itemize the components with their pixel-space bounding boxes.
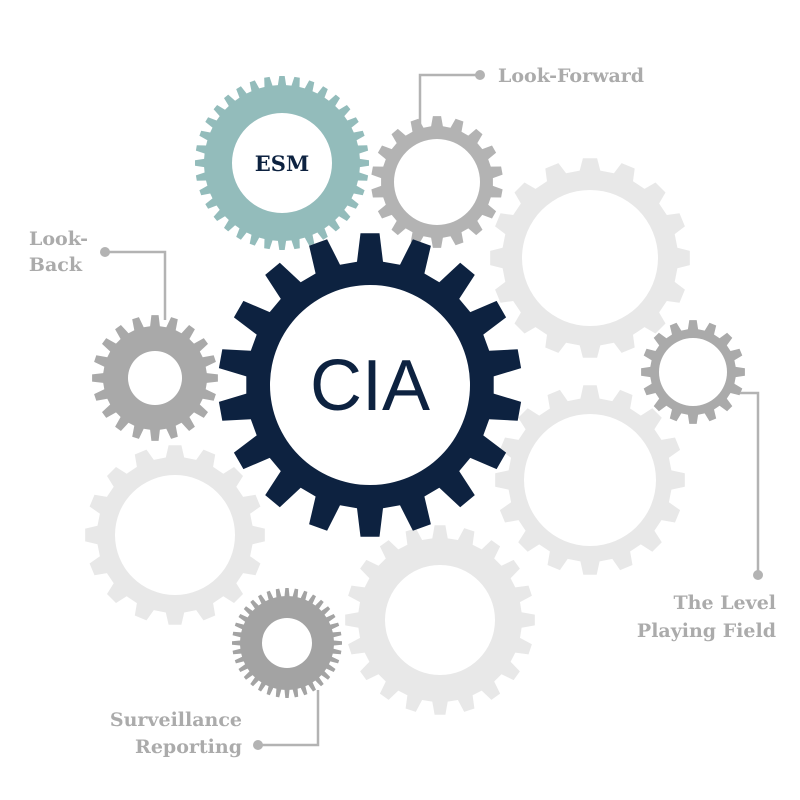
look-back-dot: [100, 247, 110, 257]
surveillance-label-line2: Reporting: [135, 736, 242, 758]
esm-gear: [195, 76, 369, 250]
look-forward-label: Look-Forward: [498, 65, 644, 87]
level-playing-field-label-line2: Playing Field: [637, 620, 776, 642]
look-forward-dot: [475, 70, 485, 80]
decorative-gear-bottom: [345, 525, 535, 715]
decorative-gear-top-right: [490, 158, 690, 358]
look-back-label-line1: Look-: [29, 228, 88, 250]
cia-label: CIA: [310, 346, 430, 426]
surveillance-connector: [258, 690, 320, 747]
esm-label: ESM: [255, 151, 309, 176]
surveillance-reporting-gear: [232, 588, 342, 698]
level-playing-field-connector: [740, 391, 760, 575]
look-forward-connector: [418, 73, 480, 125]
decorative-gear-right: [495, 385, 685, 575]
look-forward-gear: [371, 116, 503, 248]
cia-gear: [218, 233, 522, 537]
look-back-gear: [92, 315, 218, 441]
level-playing-field-dot: [753, 570, 763, 580]
surveillance-label-line1: Surveillance: [110, 709, 242, 731]
level-playing-field-label-line1: The Level: [674, 592, 776, 614]
look-back-label-line2: Back: [29, 254, 83, 276]
level-playing-field-gear: [641, 320, 745, 424]
surveillance-dot: [253, 740, 263, 750]
look-back-connector: [105, 250, 167, 320]
decorative-gear-left: [85, 445, 265, 625]
